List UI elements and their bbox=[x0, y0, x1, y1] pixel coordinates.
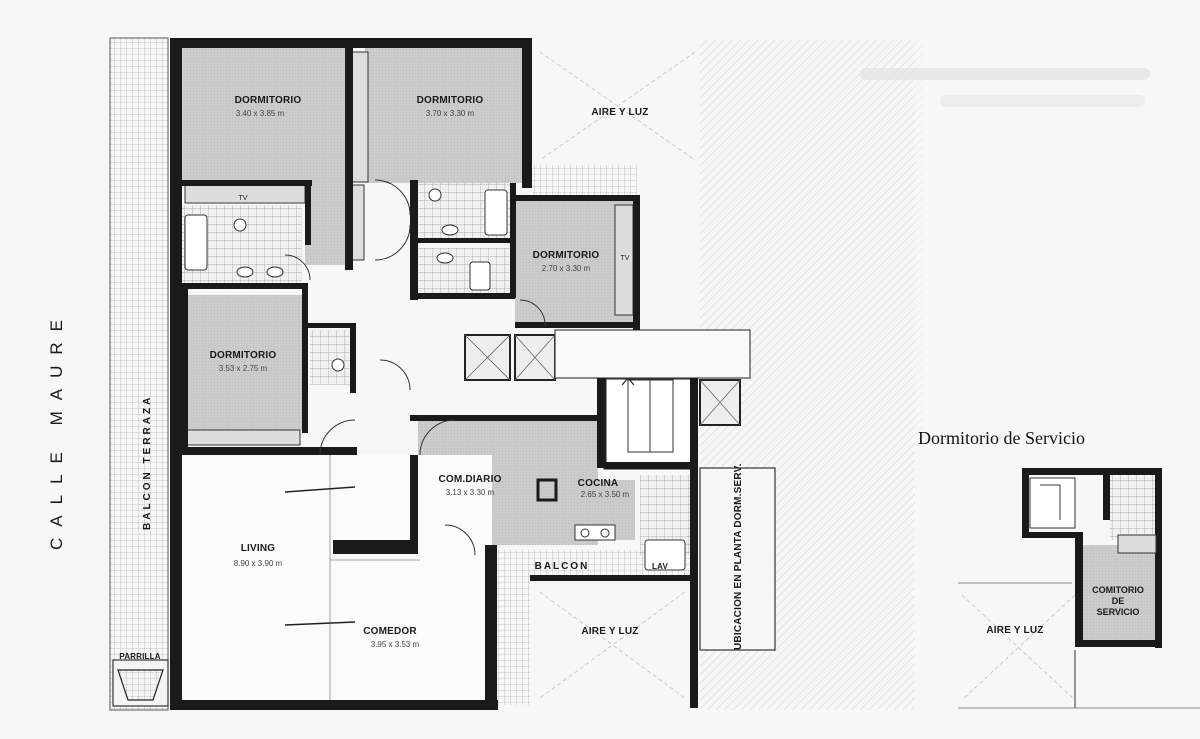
room-name: DORMITORIO bbox=[417, 95, 484, 106]
fixtures bbox=[184, 188, 686, 571]
tv-label: TV bbox=[621, 255, 630, 262]
dormitorio-1-floor bbox=[182, 48, 347, 183]
room-dims: 2.65 x 3.50 m bbox=[581, 490, 630, 499]
room-dims: 8.90 x 3.90 m bbox=[234, 559, 283, 568]
service-walls bbox=[1022, 468, 1162, 648]
aire-luz-label: AIRE Y LUZ bbox=[591, 107, 648, 118]
dormitorio-2-floor bbox=[365, 48, 530, 183]
dormitorio-4-floor bbox=[182, 295, 302, 430]
room-dims: 3.95 x 3.53 m bbox=[371, 640, 420, 649]
door-swings bbox=[284, 179, 546, 556]
service-room-line1: COMITORIO bbox=[1092, 585, 1144, 595]
lav-label: LAV bbox=[652, 562, 668, 571]
service-aire-luz-label: AIRE Y LUZ bbox=[986, 625, 1043, 636]
balcony-terrace bbox=[110, 38, 168, 710]
service-bath bbox=[1110, 475, 1158, 540]
room-dims: 3.13 x 3.30 m bbox=[446, 488, 495, 497]
service-room-line2: DE bbox=[1112, 596, 1125, 606]
aire-luz-label: AIRE Y LUZ bbox=[581, 626, 638, 637]
room-name: LIVING bbox=[241, 543, 276, 554]
balcon-terraza-label: BALCON TERRAZA bbox=[142, 395, 153, 530]
room-dims: 3.70 x 3.30 m bbox=[426, 109, 475, 118]
service-room-line3: SERVICIO bbox=[1097, 607, 1140, 617]
toilette bbox=[310, 330, 355, 385]
bathroom-3 bbox=[418, 248, 510, 296]
exterior-walls bbox=[170, 38, 698, 710]
parrilla-label: PARRILLA bbox=[119, 652, 160, 661]
tv-label: TV bbox=[239, 195, 248, 202]
street-label: CALLE MAURE bbox=[47, 309, 66, 550]
ubicacion-label: UBICACION EN PLANTA DORM.SERV. bbox=[733, 463, 744, 650]
room-dims: 2.70 x 3.30 m bbox=[542, 264, 591, 273]
room-name: COCINA bbox=[578, 478, 619, 489]
balcon-label: BALCON bbox=[535, 561, 590, 572]
service-title: Dormitorio de Servicio bbox=[918, 428, 1085, 448]
room-name: COMEDOR bbox=[363, 626, 417, 637]
room-dims: 3.53 x 2.75 m bbox=[219, 364, 268, 373]
room-name: DORMITORIO bbox=[210, 350, 277, 361]
room-name: DORMITORIO bbox=[533, 250, 600, 261]
service-room-floor bbox=[1083, 545, 1158, 640]
room-name: COM.DIARIO bbox=[438, 474, 501, 485]
room-dims: 3.40 x 3.85 m bbox=[236, 109, 285, 118]
room-name: DORMITORIO bbox=[235, 95, 302, 106]
